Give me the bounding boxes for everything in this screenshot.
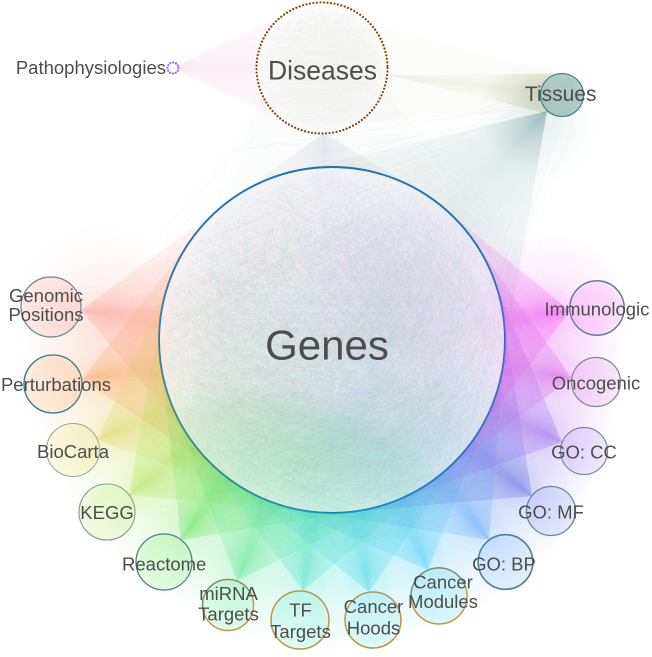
svg-text:Hoods: Hoods [347,618,400,639]
svg-text:Diseases: Diseases [268,55,377,85]
svg-text:Genomic: Genomic [9,285,83,306]
svg-text:TF: TF [289,599,312,620]
svg-text:Reactome: Reactome [122,553,206,574]
svg-text:KEGG: KEGG [80,502,133,523]
svg-text:GO: MF: GO: MF [518,502,584,523]
svg-text:Targets: Targets [270,621,331,642]
svg-text:Cancer: Cancer [413,572,473,593]
svg-text:BioCarta: BioCarta [37,441,110,462]
svg-text:Targets: Targets [198,604,259,625]
svg-text:miRNA: miRNA [199,583,258,604]
svg-text:Modules: Modules [408,591,478,612]
svg-text:Immunologic: Immunologic [545,299,650,320]
svg-text:Pathophysiologies: Pathophysiologies [16,57,166,78]
svg-text:Oncogenic: Oncogenic [552,373,640,394]
svg-text:Cancer: Cancer [344,596,404,617]
svg-text:Genes: Genes [265,322,389,369]
svg-text:Tissues: Tissues [525,83,597,106]
svg-text:GO: CC: GO: CC [551,442,617,463]
svg-text:GO: BP: GO: BP [472,554,536,575]
svg-text:Perturbations: Perturbations [1,374,111,395]
svg-text:Positions: Positions [8,304,83,325]
